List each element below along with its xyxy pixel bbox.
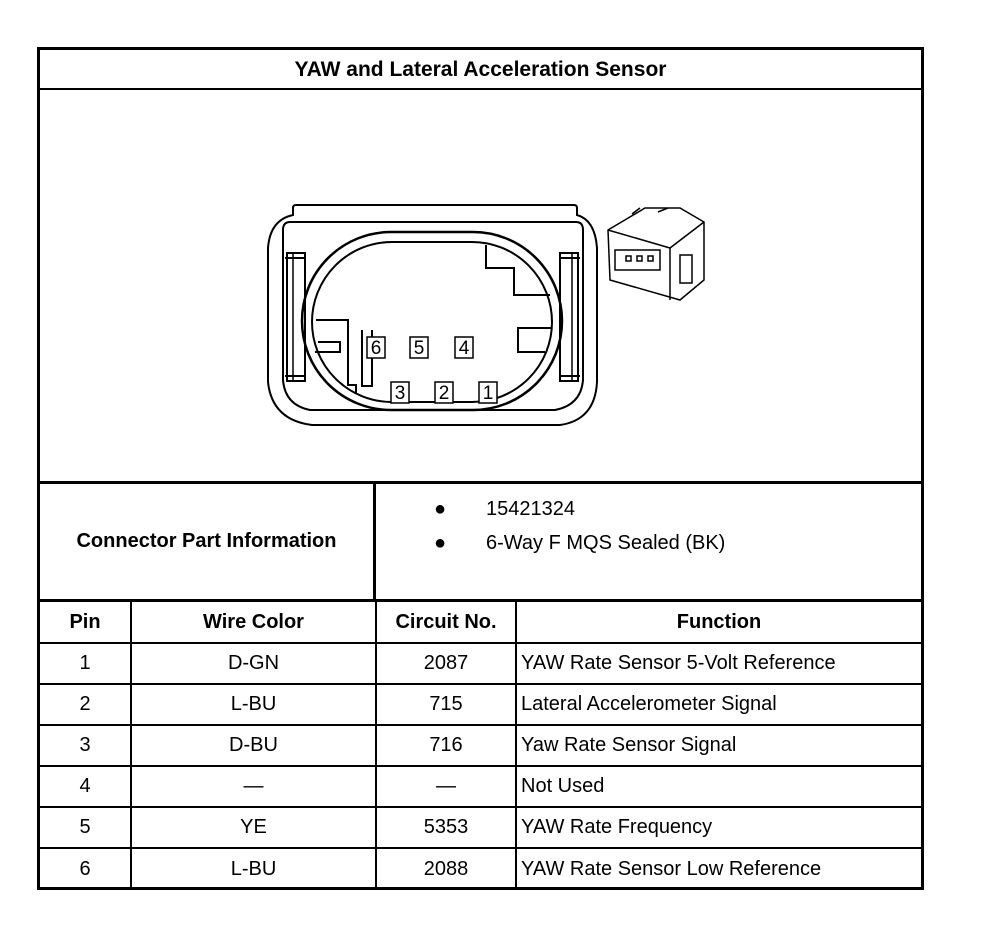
pin-cell: 5: [40, 806, 132, 849]
table-row: 6 L-BU 2088 YAW Rate Sensor Low Referenc…: [40, 847, 921, 889]
pin-cell: 6: [40, 847, 132, 889]
circuit-cell: 716: [375, 724, 517, 767]
function-cell: YAW Rate Sensor 5-Volt Reference: [515, 642, 921, 685]
bullet-icon: ●: [434, 498, 447, 520]
pin-label-1: 1: [483, 383, 494, 404]
table-row: 4 — — Not Used: [40, 765, 921, 808]
part-number: 15421324: [486, 498, 575, 520]
function-cell: YAW Rate Sensor Low Reference: [515, 847, 921, 889]
table-row: 3 D-BU 716 Yaw Rate Sensor Signal: [40, 724, 921, 767]
pin-cell: 3: [40, 724, 132, 767]
wire-color-cell: L-BU: [130, 847, 377, 889]
circuit-cell: 715: [375, 683, 517, 726]
connector-drawing: 6 5 4 3 2 1: [40, 90, 921, 484]
header-wire-color: Wire Color: [130, 602, 377, 644]
connector-sheet: YAW and Lateral Acceleration Sensor: [37, 47, 924, 890]
part-info-item: ● 6-Way F MQS Sealed (BK): [376, 526, 725, 560]
wire-color-cell: L-BU: [130, 683, 377, 726]
header-function: Function: [515, 602, 921, 644]
header-circuit-no: Circuit No.: [375, 602, 517, 644]
part-info-item: ● 15421324: [376, 492, 725, 526]
function-cell: Not Used: [515, 765, 921, 808]
table-row: 2 L-BU 715 Lateral Accelerometer Signal: [40, 683, 921, 726]
table-row: 5 YE 5353 YAW Rate Frequency: [40, 806, 921, 849]
function-cell: Yaw Rate Sensor Signal: [515, 724, 921, 767]
connector-description: 6-Way F MQS Sealed (BK): [486, 532, 726, 554]
circuit-cell: 2088: [375, 847, 517, 889]
pin-cell: 2: [40, 683, 132, 726]
header-pin: Pin: [40, 602, 132, 644]
function-cell: Lateral Accelerometer Signal: [515, 683, 921, 726]
wire-color-cell: D-BU: [130, 724, 377, 767]
table-header-row: Pin Wire Color Circuit No. Function: [40, 602, 921, 644]
pin-label-3: 3: [395, 383, 406, 404]
circuit-cell: 2087: [375, 642, 517, 685]
pin-boxes: 6 5 4 3 2 1: [366, 336, 498, 404]
connector-thumbnail-icon: [607, 207, 705, 301]
pin-cell: 4: [40, 765, 132, 808]
connector-face-diagram: 6 5 4 3 2 1: [267, 204, 705, 426]
page-title: YAW and Lateral Acceleration Sensor: [40, 50, 921, 90]
pin-label-5: 5: [414, 338, 425, 359]
wire-color-cell: D-GN: [130, 642, 377, 685]
pinout-table: Pin Wire Color Circuit No. Function 1 D-…: [40, 602, 921, 889]
circuit-cell: 5353: [375, 806, 517, 849]
function-cell: YAW Rate Frequency: [515, 806, 921, 849]
wire-color-cell: YE: [130, 806, 377, 849]
circuit-cell: —: [375, 765, 517, 808]
pin-label-4: 4: [459, 338, 470, 359]
bullet-icon: ●: [434, 532, 447, 554]
table-row: 1 D-GN 2087 YAW Rate Sensor 5-Volt Refer…: [40, 642, 921, 685]
pin-label-2: 2: [439, 383, 450, 404]
connector-part-information: Connector Part Information ● 15421324 ● 6-…: [40, 484, 921, 602]
part-info-list: ● 15421324 ● 6-Way F MQS Sealed (BK): [376, 492, 725, 560]
part-info-label: Connector Part Information: [40, 484, 376, 599]
pin-label-6: 6: [371, 338, 382, 359]
wire-color-cell: —: [130, 765, 377, 808]
pin-cell: 1: [40, 642, 132, 685]
